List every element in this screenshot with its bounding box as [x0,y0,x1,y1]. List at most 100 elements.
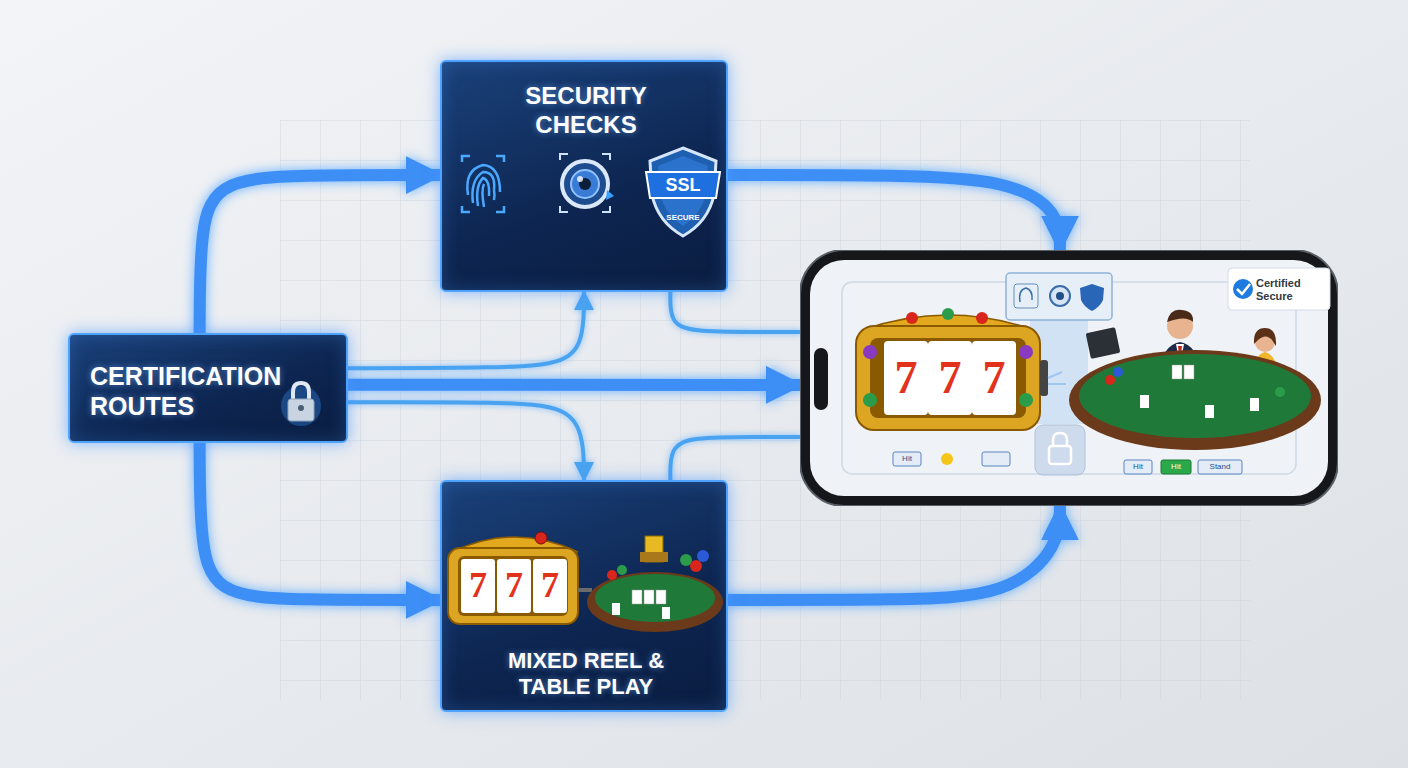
lock-icon-part [281,386,321,426]
game-button-part [941,453,953,465]
lock-icon [281,383,321,426]
fingerprint-icon-part [472,172,494,203]
card-table-icon-part [617,565,627,575]
process-box: SECURITY CHECKS [440,60,728,292]
card-table-icon-part [612,603,620,615]
blackjack-table-icon-part [1178,346,1182,362]
card-table-icon-part [690,560,702,572]
fingerprint-icon-part [493,190,496,200]
card-table-icon-part [640,552,668,562]
security-mini-panel-part [1053,433,1067,447]
blackjack-table-icon-part [1158,342,1202,375]
security-mini-panel-part [1056,292,1064,300]
flow-arrow [728,506,1060,600]
route-box: CERTIFICATION ROUTES [68,333,348,443]
card-table-icon-part [645,536,663,562]
blackjack-table-icon-part [1167,310,1193,322]
card-table-icon-part [607,570,617,580]
slot-machine-icon-part [533,559,567,613]
game-button-part [1198,460,1242,474]
slot-machine-icon-part [1048,383,1066,385]
security-mini-panel-part [1020,288,1033,302]
blackjack-table-icon-part [1079,354,1311,438]
slot-machine-icon-part [452,537,578,552]
ssl-shield-icon [646,148,720,236]
blackjack-table-icon-part [1105,375,1115,385]
fingerprint-icon [462,156,504,212]
scan-icon [560,154,614,212]
blackjack-table-icon-part [1205,405,1214,418]
slot-machine-icon [448,532,592,624]
game-button-part [893,452,921,466]
slot-machine-icon-part [928,341,972,415]
flow-arrow [200,175,440,333]
slot-machine-icon-part [461,559,495,613]
card-table-icon-part [656,590,666,604]
flow-arrow [348,379,800,391]
phone-display [810,260,1328,496]
security-mini-panel-part [1030,320,1088,424]
security-mini-panel-part [1035,425,1085,475]
blackjack-table-icon-part [1140,395,1149,408]
slot-machine-icon-part [870,338,1026,418]
flow-arrow [670,437,800,480]
blackjack-table-icon-part [1176,344,1184,366]
slot-machine-icon-part [458,556,568,616]
blackjack-table-icon-part [1275,387,1285,397]
card-table-icon-part [662,607,670,619]
blackjack-table-icon-part [1250,398,1259,411]
ssl-shield-icon-part [646,172,720,198]
slot-machine-icon-part [863,345,877,359]
slot-machine-icon-part [535,532,547,544]
slot-machine-icon-part [578,588,592,592]
node-label: MIXED REEL & TABLE PLAY [476,648,696,701]
fingerprint-icon-part [483,184,485,207]
game-button [893,452,1242,474]
slot-machine-icon-part [1019,345,1033,359]
node-label: Certified Secure [1256,277,1326,303]
scan-icon-part [577,176,583,182]
blackjack-table-icon-part [1250,352,1280,380]
scan-icon-part [606,190,614,200]
card-table-icon-part [587,572,723,632]
slot-machine-icon-part [976,312,988,324]
card-table-icon-part [680,554,692,566]
slot-machine-icon [856,308,1066,430]
card-table-icon-part [595,574,715,622]
blackjack-table-icon-part [1172,365,1182,379]
slot-machine-icon-part [862,315,1034,330]
slot-machine-icon-part [906,312,918,324]
security-mini-panel-part [1080,284,1104,311]
badge-box [1228,268,1330,310]
security-mini-panel-part [1049,446,1071,464]
flow-arrow [728,175,1060,250]
phone-screen: Certified Secure [800,250,1338,506]
ssl-shield-icon-part [650,148,716,236]
slot-machine-icon-part [1048,372,1062,378]
fingerprint-icon-part [462,156,504,212]
blackjack-table-icon-part [1113,367,1123,377]
slot-machine-icon-part [942,308,954,320]
slot-machine-icon-part [972,341,1016,415]
scan-icon-part [571,170,599,198]
slot-machine-icon-part [1019,393,1033,407]
slot-machine-icon-part [863,393,877,407]
flow-arrow [200,443,440,600]
ssl-shield-icon-part [658,156,708,226]
slot-machine-icon-part [497,559,531,613]
slot-machine-icon-part [448,548,578,624]
security-mini-panel-part [1006,273,1112,320]
blackjack-table-icon [1069,310,1321,450]
scan-icon-part [560,154,610,212]
phone-bezel [800,250,1338,506]
lock-icon-part [293,383,309,400]
screen-panel [842,282,1296,474]
fingerprint-icon-part [477,178,489,206]
game-button-part [982,452,1010,466]
security-mini-panel-part [1050,286,1070,306]
blackjack-table-icon-part [1254,328,1276,346]
blackjack-table-icon-part [1255,332,1275,352]
game-button-part [1124,460,1152,474]
